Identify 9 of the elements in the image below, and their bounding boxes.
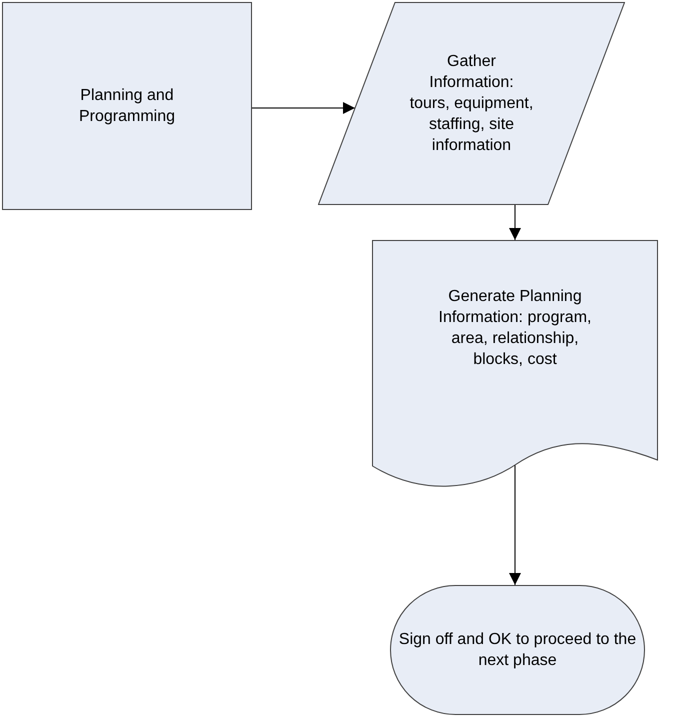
node-text: Generate Planning Information: program, area, relationship, blocks, cost [438, 286, 592, 370]
node-text: Planning and Programming [78, 86, 176, 127]
arrow [252, 102, 356, 114]
node-text: Gather Information: tours, equipment, staffing, site information [409, 52, 534, 156]
arrow [509, 204, 521, 240]
node-text: Sign off and OK to proceed to the next phase [398, 630, 638, 671]
process-box [2, 2, 252, 210]
data-parallelogram [318, 2, 625, 205]
arrow [509, 464, 521, 586]
